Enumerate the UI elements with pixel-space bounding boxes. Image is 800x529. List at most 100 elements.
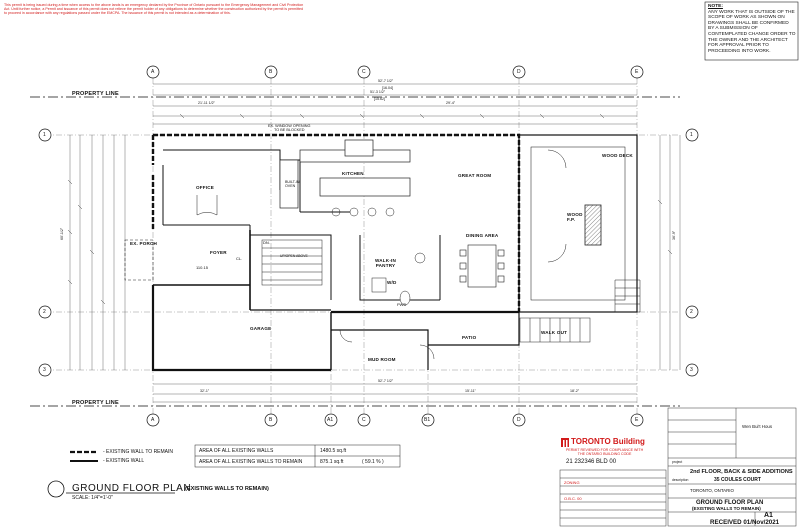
dim-overall-top-m: [16.04]	[382, 86, 393, 90]
toronto-logo-icon	[561, 438, 569, 447]
stamp-zoning-code: O.B.C. 00	[564, 496, 582, 501]
tb-drawing-subtitle: (EXISTING WALLS TO REMAIN)	[692, 506, 761, 511]
room-patio: PATIO	[462, 335, 477, 340]
tb-drawing-title: GROUND FLOOR PLAN	[696, 500, 764, 506]
note-text: ANY WORK THAT IS OUTSIDE OF THE SCOPE OF…	[708, 9, 796, 54]
label-wd: W/D	[387, 280, 397, 285]
room-wood-deck: WOOD DECK	[602, 153, 633, 158]
dim-top-2: 51'-3 1/2"	[370, 90, 386, 94]
grid-label-bottom-c: C	[362, 417, 366, 423]
plan-title: GROUND FLOOR PLAN	[72, 483, 192, 494]
grid-label-left-2: 2	[43, 309, 46, 315]
room-great-room: GREAT ROOM	[458, 173, 492, 178]
grid-label-top-a: A	[151, 69, 155, 75]
dimension-lines	[69, 83, 681, 403]
title-bubble	[47, 480, 65, 498]
label-built-in-oven: BUILT-IN OVEN	[285, 180, 300, 188]
grid-label-bottom-d: D	[517, 417, 521, 423]
dim-top-left: 21'-11 1/2"	[198, 101, 215, 105]
grid-label-right-1: 1	[690, 132, 693, 138]
stools	[331, 207, 395, 217]
tb-sheet-no: A1	[764, 512, 773, 519]
fixtures	[371, 252, 426, 306]
area-row2-value: 875.1 sq.ft	[320, 459, 344, 465]
room-garage: GARAGE	[250, 326, 272, 331]
dim-overall-top: 52'-7 1/2"	[378, 79, 394, 83]
grid-label-top-b: B	[269, 69, 273, 75]
doors	[196, 149, 567, 360]
addition-walls	[331, 134, 638, 370]
room-dining-area: DINING AREA	[466, 233, 499, 238]
grid-label-left-3: 3	[43, 367, 46, 373]
room-kitchen: KITCHEN	[342, 171, 364, 176]
grid-label-bottom-b: B	[269, 417, 273, 423]
label-wood-fp: WOOD F.P.	[567, 212, 583, 222]
note-heading: NOTE:	[708, 4, 723, 9]
tb-project: project	[672, 460, 683, 464]
firm-name: Wen Bui't Hous	[742, 424, 773, 429]
area-row2-pct: ( 59.1 % )	[362, 459, 384, 465]
room-foyer: FOYER	[210, 250, 227, 255]
label-pwd: PWD	[397, 302, 407, 307]
room-office: OFFICE	[196, 185, 215, 190]
grid-label-top-c: C	[362, 69, 366, 75]
dim-right-overall: 36'-9"	[672, 230, 676, 240]
area-table-frame	[194, 444, 401, 468]
dimension-ticks	[67, 113, 673, 305]
tb-project-title: 2nd FLOOR, BACK & SIDE ADDITIONS	[690, 469, 793, 475]
grid-lines	[45, 78, 680, 420]
property-line-label-bottom: PROPERTY LINE	[72, 400, 119, 406]
fireplace	[584, 204, 602, 246]
grid-label-bottom-a1: A1	[327, 417, 334, 423]
area-row1-value: 1480.5 sq.ft	[320, 448, 347, 454]
property-line-label-top: PROPERTY LINE	[72, 91, 119, 97]
dining-table	[459, 244, 505, 288]
grid-bubbles	[38, 65, 699, 427]
kitchen-counters	[279, 139, 411, 209]
room-walk-out: WALK OUT	[541, 330, 568, 335]
label-dn: DN.	[263, 240, 270, 245]
dim-bottom-mid: 15'-11"	[465, 389, 476, 393]
stamp-permit-line: PERMIT REVIEWED FOR COMPLIANCE WITH THE …	[566, 448, 644, 456]
permit-notice: This permit is being issued during a tim…	[4, 3, 304, 16]
grid-label-left-1: 1	[43, 132, 46, 138]
room-mud-room: MUD ROOM	[368, 357, 396, 362]
elevation-tag: 110.15	[196, 265, 208, 270]
porch-outline	[124, 239, 154, 281]
window-note: EX. WINDOW OPENING TO BE BLOCKED	[268, 124, 311, 132]
plan-subtitle: (EXISTING WALLS TO REMAIN)	[185, 486, 269, 492]
stairs	[261, 239, 641, 343]
area-row2-label: AREA OF ALL EXISTING WALLS TO REMAIN	[199, 459, 303, 465]
dim-left-overall: 60'-1/2"	[60, 227, 64, 240]
dim-overall-bottom: 52'-7 1/2"	[378, 379, 394, 383]
stamp-permit-no: 21 232346 BLD 00	[566, 459, 617, 465]
legend-existing-wall: - EXISTING WALL	[103, 458, 145, 464]
tb-address: 35 COULES COURT	[714, 477, 761, 483]
dim-bottom-left: 32'-1"	[200, 389, 210, 393]
room-walk-in-pantry: WALK-IN PANTRY	[375, 258, 397, 268]
note-box: NOTE: ANY WORK THAT IS OUTSIDE OF THE SC…	[708, 4, 796, 54]
title-block-frame	[559, 407, 797, 527]
label-cl: CL.	[236, 256, 243, 261]
grid-label-top-e: E	[635, 69, 639, 75]
plan-scale: SCALE: 1/4"=1'-0"	[72, 495, 113, 501]
grid-label-bottom-e: E	[635, 417, 639, 423]
label-up-open-above: UP/OPEN ABOVE	[280, 254, 308, 258]
grid-label-right-2: 2	[690, 309, 693, 315]
room-ex-porch: EX. PORCH	[130, 241, 158, 246]
grid-label-bottom-b1: B1	[424, 417, 431, 423]
grid-label-right-3: 3	[690, 367, 693, 373]
dim-bottom-right: 18'-2"	[570, 389, 580, 393]
interior-walls	[162, 149, 441, 301]
legend-existing-to-remain: - EXISTING WALL TO REMAIN	[103, 449, 174, 455]
tb-city: TORONTO, ONTARIO	[690, 488, 734, 493]
tb-received: RECEIVED 01/Nov/2021	[710, 519, 780, 526]
dim-top-2-m: [15.62]	[374, 97, 385, 101]
stamp-zoning: ZONING	[564, 480, 580, 485]
dim-top-right: 29'-4"	[446, 101, 456, 105]
note-frame	[704, 1, 799, 61]
area-row1-label: AREA OF ALL EXISTING WALLS	[199, 448, 274, 454]
grid-label-bottom-a: A	[151, 417, 155, 423]
stamp-brand: TORONTO Building	[571, 437, 645, 446]
